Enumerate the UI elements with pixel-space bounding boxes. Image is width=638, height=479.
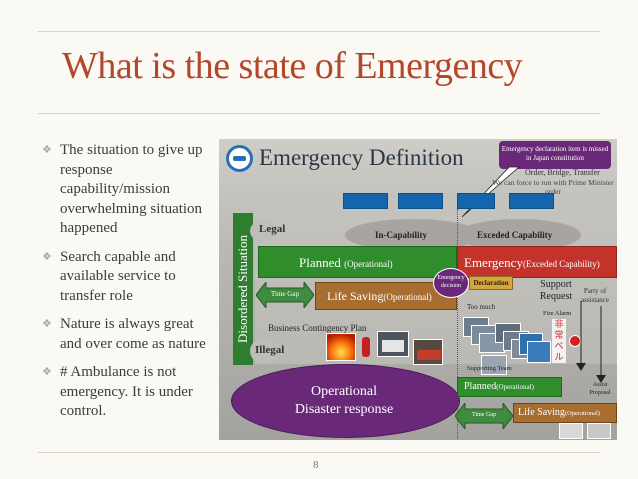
title-rule (38, 113, 600, 114)
bullet-item: ❖ # Ambulance is not emergency. It is und… (40, 363, 210, 422)
life-saving-bottom-label: Life Saving(Operational) (518, 407, 600, 418)
bullet-text: # Ambulance is not emergency. It is unde… (60, 364, 193, 419)
bullet-item: ❖ The situation to give up response capab… (40, 141, 210, 239)
diamond-bullet-icon: ❖ (42, 141, 52, 161)
bullet-item: ❖ Nature is always great and over come as… (40, 315, 210, 354)
bottom-rule (38, 452, 600, 453)
emergency-definition-diagram: Emergency Definition Emergency declarati… (219, 139, 617, 440)
page-number: 8 (313, 459, 319, 471)
bullet-text: Nature is always great and over come as … (60, 316, 206, 352)
bullet-list: ❖ The situation to give up response capab… (40, 141, 210, 431)
operational-ellipse (231, 364, 460, 438)
operational-label: Operational (311, 384, 377, 400)
slide-title: What is the state of Emergency (62, 44, 522, 88)
time-gap-bottom-label: Time Gap (472, 412, 496, 418)
disaster-response-label: Disaster response (295, 402, 393, 418)
diamond-bullet-icon: ❖ (42, 315, 52, 335)
diamond-bullet-icon: ❖ (42, 363, 52, 383)
bullet-text: Search capable and available service to … (60, 249, 176, 304)
planned-bottom-label: Planned(Operational) (464, 381, 534, 392)
life-saving-bottom-box: Life Saving(Operational) (513, 403, 617, 423)
bullet-text: The situation to give up response capabi… (60, 142, 202, 236)
ambulance-image (559, 423, 583, 439)
planned-bottom-box: Planned(Operational) (457, 377, 562, 397)
ambulance-image (587, 423, 611, 439)
supporting-team-label: Supporting Team (467, 365, 512, 372)
bullet-item: ❖ Search capable and available service to… (40, 248, 210, 307)
top-rule (38, 31, 600, 32)
diamond-bullet-icon: ❖ (42, 248, 52, 268)
assist-proposal-label: Assist Proposal (583, 381, 617, 397)
